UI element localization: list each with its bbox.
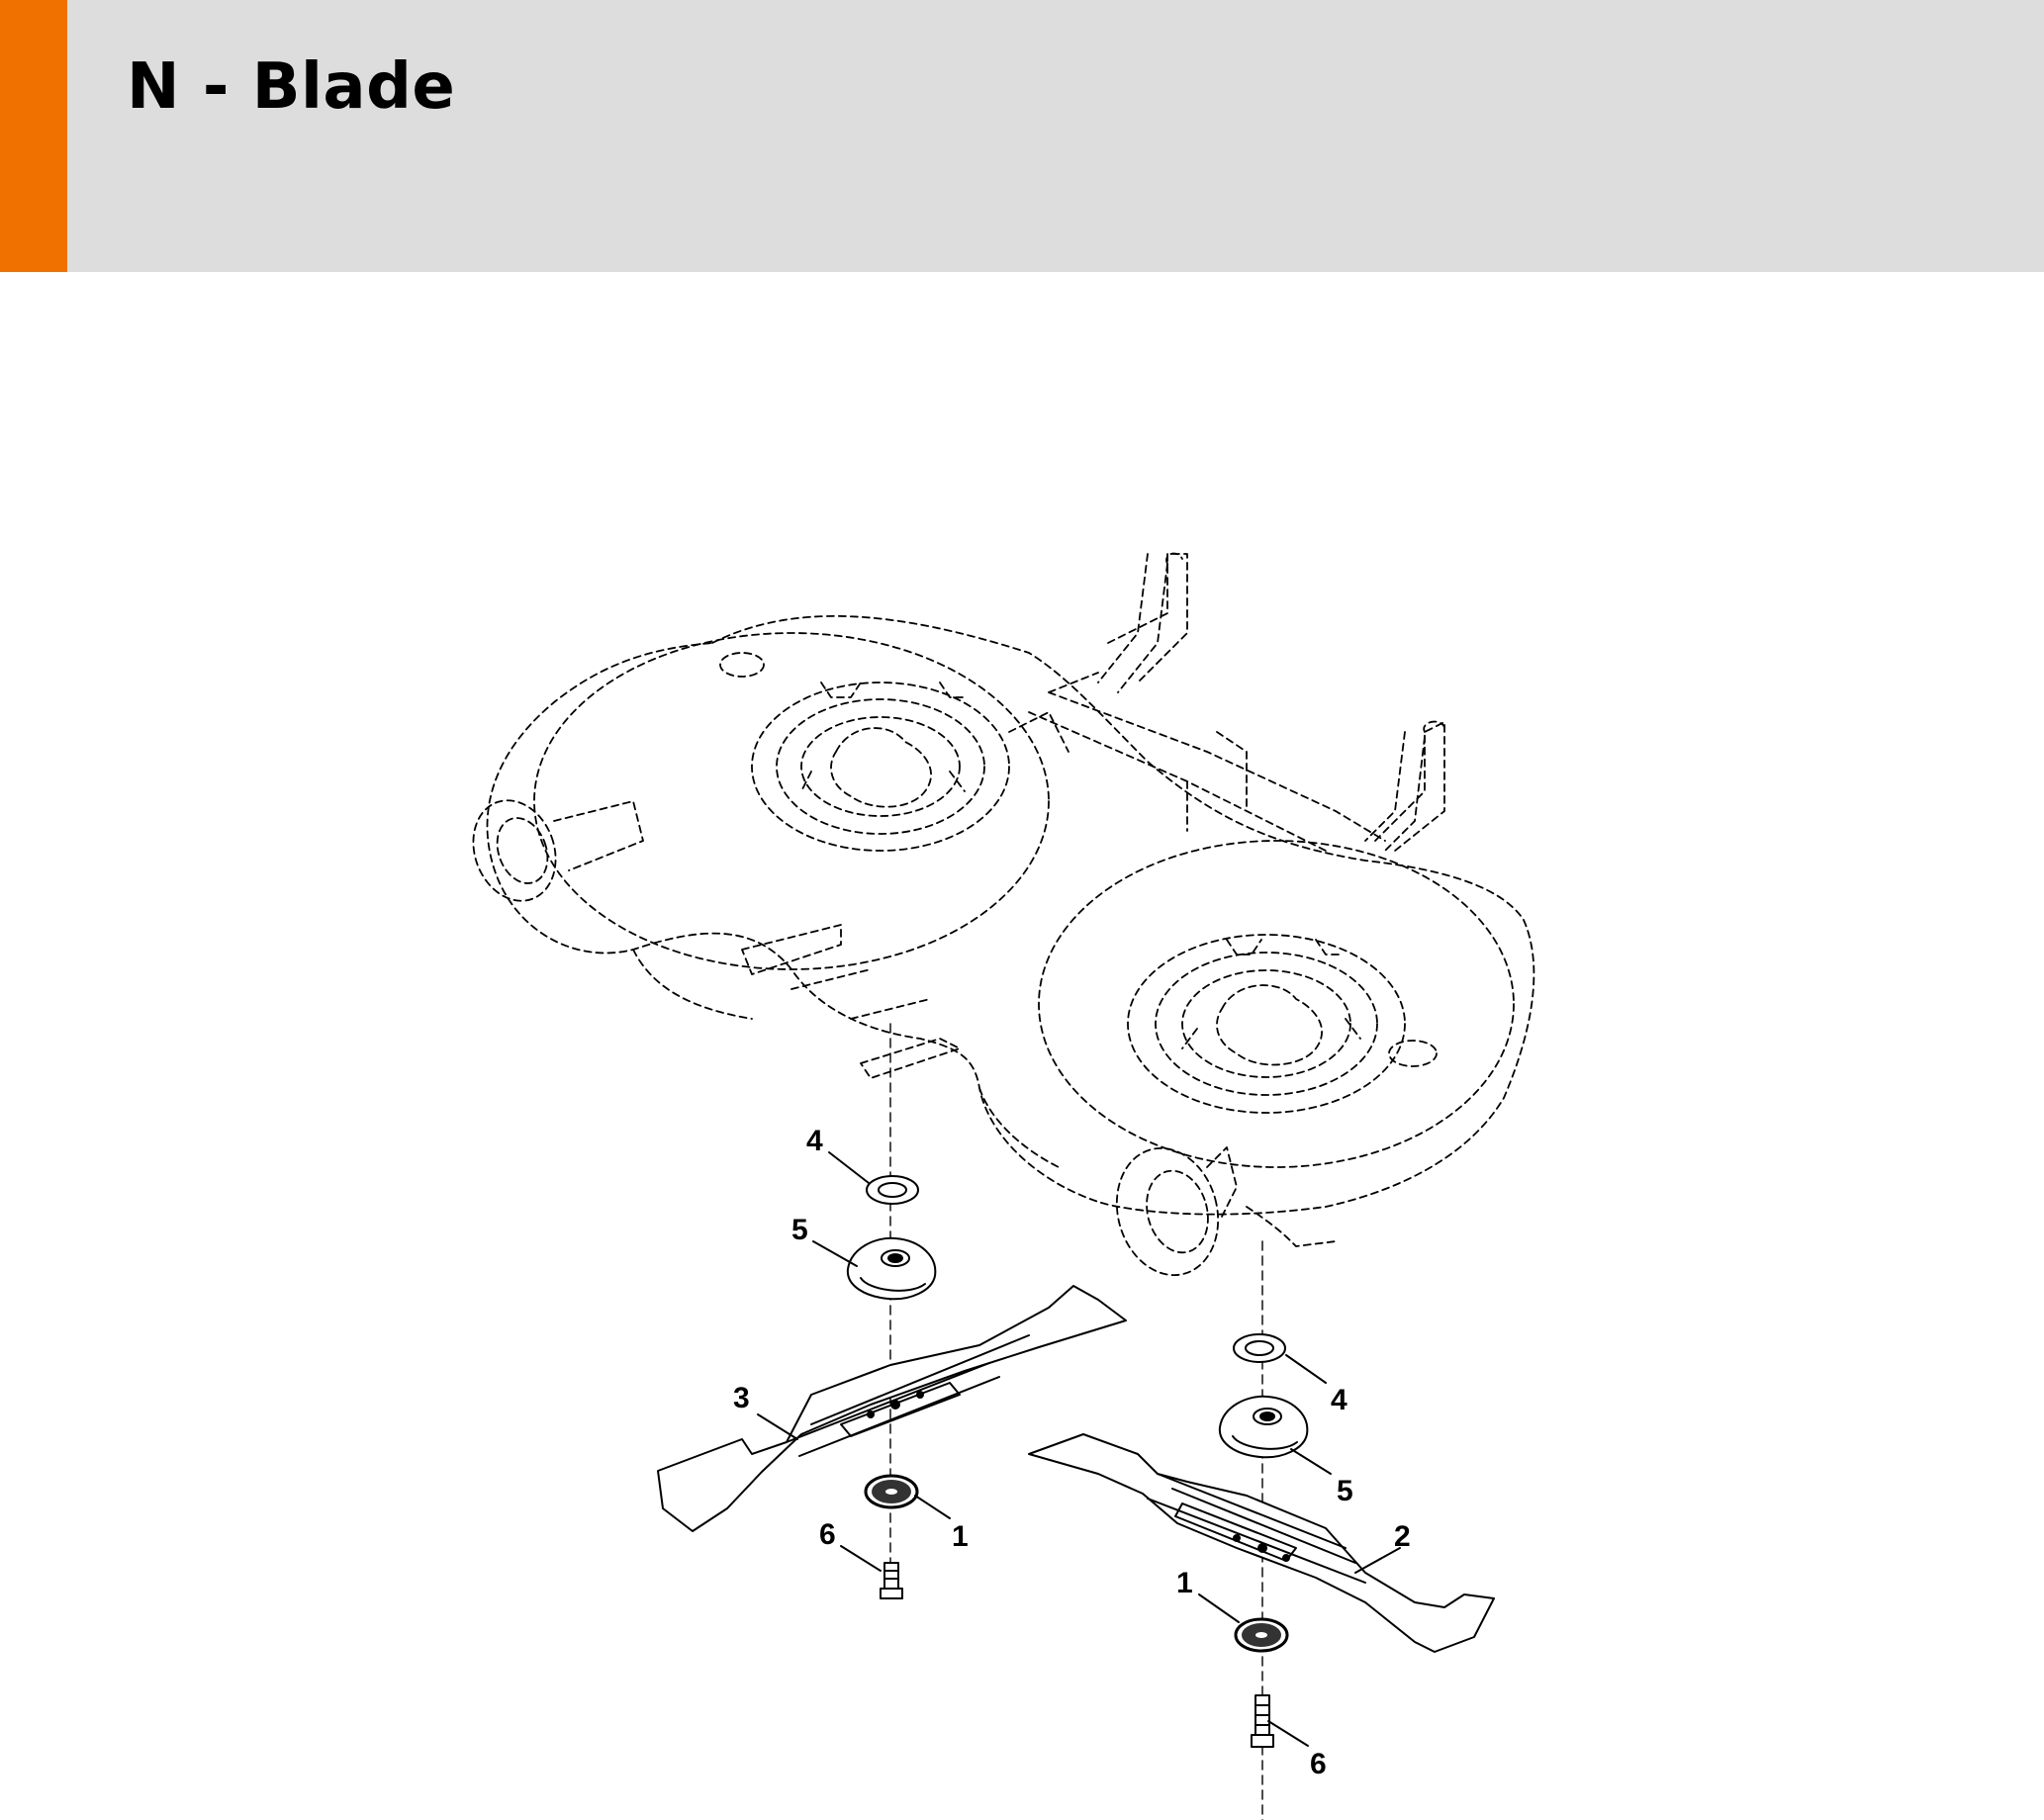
left-spindle-outer bbox=[751, 682, 1010, 852]
page-title: N - Blade bbox=[127, 50, 456, 124]
callout-4-right: 4 bbox=[1331, 1384, 1347, 1416]
bolt-part-6-right bbox=[1251, 1694, 1274, 1748]
leader-lines bbox=[757, 1151, 1401, 1747]
callout-1-left: 1 bbox=[952, 1520, 969, 1553]
blade-adapter-part-5-right bbox=[1218, 1395, 1309, 1459]
left-wheel bbox=[472, 799, 557, 902]
washer-part-4-left bbox=[866, 1175, 919, 1205]
right-spindle-mid bbox=[1155, 952, 1378, 1096]
blade-part-2 bbox=[1028, 1433, 1495, 1653]
washer-part-4-right bbox=[1233, 1333, 1286, 1363]
left-spindle-mid bbox=[776, 698, 985, 835]
star-washer-part-1-right bbox=[1234, 1617, 1289, 1653]
right-wheel bbox=[1115, 1146, 1220, 1277]
left-spindle-inner bbox=[800, 716, 961, 817]
left-parts bbox=[657, 1175, 1127, 1599]
callout-5-left: 5 bbox=[791, 1214, 808, 1246]
deck-outline bbox=[486, 615, 1535, 1216]
rear-bars bbox=[741, 924, 961, 1079]
callout-6-left: 6 bbox=[819, 1518, 836, 1551]
right-deck-rim bbox=[1038, 840, 1515, 1168]
header-bar: N - Blade bbox=[0, 0, 2044, 272]
callout-1-right: 1 bbox=[1176, 1567, 1193, 1599]
star-washer-part-1-left bbox=[864, 1474, 919, 1509]
callout-6-right: 6 bbox=[1310, 1748, 1327, 1780]
header-accent-stripe bbox=[0, 0, 67, 272]
callout-5-right: 5 bbox=[1337, 1475, 1353, 1507]
front-lift-arms bbox=[1097, 553, 1426, 852]
blade-adapter-part-5-left bbox=[846, 1236, 937, 1301]
left-deck-rim bbox=[533, 632, 1050, 970]
bolt-part-6-left bbox=[880, 1562, 903, 1599]
spindle-axes bbox=[889, 1023, 1263, 1820]
deck-frame bbox=[1008, 553, 1445, 852]
callout-2: 2 bbox=[1394, 1520, 1411, 1553]
right-spindle-inner bbox=[1181, 969, 1351, 1078]
right-parts bbox=[1028, 1333, 1495, 1748]
mower-deck bbox=[472, 552, 1535, 1277]
callout-4-left: 4 bbox=[806, 1125, 823, 1157]
callout-3: 3 bbox=[733, 1382, 750, 1414]
right-spindle-outer bbox=[1127, 934, 1406, 1114]
blade-part-3 bbox=[657, 1285, 1127, 1532]
callout-numbers: 4 5 3 1 6 4 5 2 1 6 bbox=[733, 1125, 1411, 1780]
